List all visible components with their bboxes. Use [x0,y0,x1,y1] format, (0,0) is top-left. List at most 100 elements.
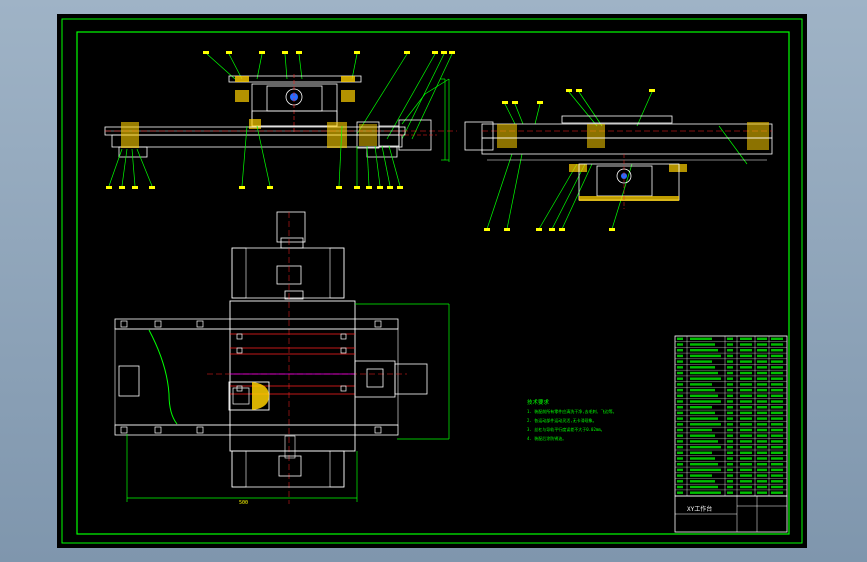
notes-line-1: 1. 装配前所有零件应清洗干净,去毛刺、飞边等。 [527,408,617,414]
parts-cell-mark [740,445,752,449]
parts-cell-mark [740,360,752,363]
parts-cell-mark [677,371,683,375]
parts-cell-mark [740,457,752,460]
parts-cell-mark [757,343,767,346]
parts-cell-mark [677,457,683,460]
parts-cell-mark [690,337,712,340]
parts-cell-mark [771,474,783,477]
parts-cell-mark [677,337,683,340]
parts-cell-mark [727,463,733,466]
parts-cell-mark [677,400,683,403]
parts-cell-mark [677,491,683,494]
parts-cell-mark [727,400,733,403]
parts-cell-mark [771,468,783,472]
parts-cell-mark [757,485,767,489]
parts-cell-mark [690,417,718,420]
parts-cell-mark [690,388,715,392]
parts-cell-mark [740,491,752,494]
parts-cell-mark [727,491,733,494]
parts-cell-mark [740,485,752,489]
parts-cell-mark [727,428,733,432]
dimension-text: 500 [239,500,248,506]
parts-cell-mark [740,451,752,454]
parts-cell-mark [757,440,767,443]
parts-cell-mark [677,377,683,380]
parts-cell-mark [677,354,683,358]
parts-cell-mark [690,383,712,386]
parts-cell-mark [677,434,683,437]
top-view: 500 [114,211,450,506]
parts-cell-mark [740,417,752,420]
parts-cell-mark [677,417,683,420]
parts-cell-mark [740,377,752,380]
parts-cell-mark [771,349,783,352]
parts-cell-mark [757,457,767,460]
parts-cell-mark [771,428,783,432]
parts-cell-mark [677,383,683,386]
parts-cell-mark [740,463,752,466]
parts-cell-mark [690,491,721,494]
parts-cell-mark [740,366,752,369]
parts-cell-mark [677,485,683,489]
parts-cell-mark [757,383,767,386]
parts-cell-mark [690,343,715,346]
parts-cell-mark [740,349,752,352]
parts-cell-mark [727,474,733,477]
parts-cell-mark [740,480,752,483]
parts-cell-mark [727,394,733,397]
parts-cell-mark [690,463,718,466]
parts-cell-mark [727,406,733,409]
parts-cell-mark [727,337,733,340]
parts-cell-mark [757,468,767,472]
parts-cell-mark [771,417,783,420]
parts-cell-mark [757,423,767,426]
parts-cell-mark [727,411,733,415]
parts-cell-mark [757,360,767,363]
parts-cell-mark [757,411,767,415]
parts-cell-mark [757,445,767,449]
parts-cell-mark [677,463,683,466]
parts-cell-mark [771,343,783,346]
parts-cell-mark [757,428,767,432]
parts-cell-mark [740,354,752,358]
parts-cell-mark [727,388,733,392]
parts-cell-mark [677,480,683,483]
parts-cell-mark [727,457,733,460]
parts-cell-mark [677,366,683,369]
outer-border [61,18,803,544]
parts-cell-mark [727,377,733,380]
parts-cell-mark [757,377,767,380]
parts-cell-mark [690,354,721,358]
parts-cell-mark [727,445,733,449]
parts-cell-mark [677,468,683,472]
parts-cell-mark [771,411,783,415]
parts-cell-mark [690,468,721,472]
parts-cell-mark [690,457,715,460]
parts-cell-mark [727,354,733,358]
parts-cell-mark [727,434,733,437]
parts-cell-mark [740,394,752,397]
parts-cell-mark [727,451,733,454]
parts-cell-mark [740,474,752,477]
parts-cell-mark [677,406,683,409]
parts-cell-mark [727,366,733,369]
cad-viewport[interactable]: 500 技术要求 1. 装配前所有零件应清洗干净,去毛刺、飞边等。 2. 各运动… [57,14,807,548]
parts-cell-mark [677,423,683,426]
parts-cell-mark [677,349,683,352]
parts-cell-mark [771,451,783,454]
notes-line-3: 3. 丝杠与导轨平行度误差不大于0.02mm。 [527,426,605,432]
parts-cell-mark [677,394,683,397]
parts-cell-mark [771,366,783,369]
parts-cell-mark [690,400,721,403]
cad-drawing: 500 技术要求 1. 装配前所有零件应清洗干净,去毛刺、飞边等。 2. 各运动… [61,18,803,544]
parts-cell-mark [690,485,718,489]
parts-cell-mark [690,394,718,397]
parts-cell-mark [690,480,715,483]
parts-cell-mark [740,388,752,392]
parts-cell-mark [757,388,767,392]
parts-cell-mark [771,463,783,466]
parts-cell-mark [757,451,767,454]
parts-cell-mark [771,406,783,409]
parts-cell-mark [690,366,715,369]
inner-border [76,31,790,535]
